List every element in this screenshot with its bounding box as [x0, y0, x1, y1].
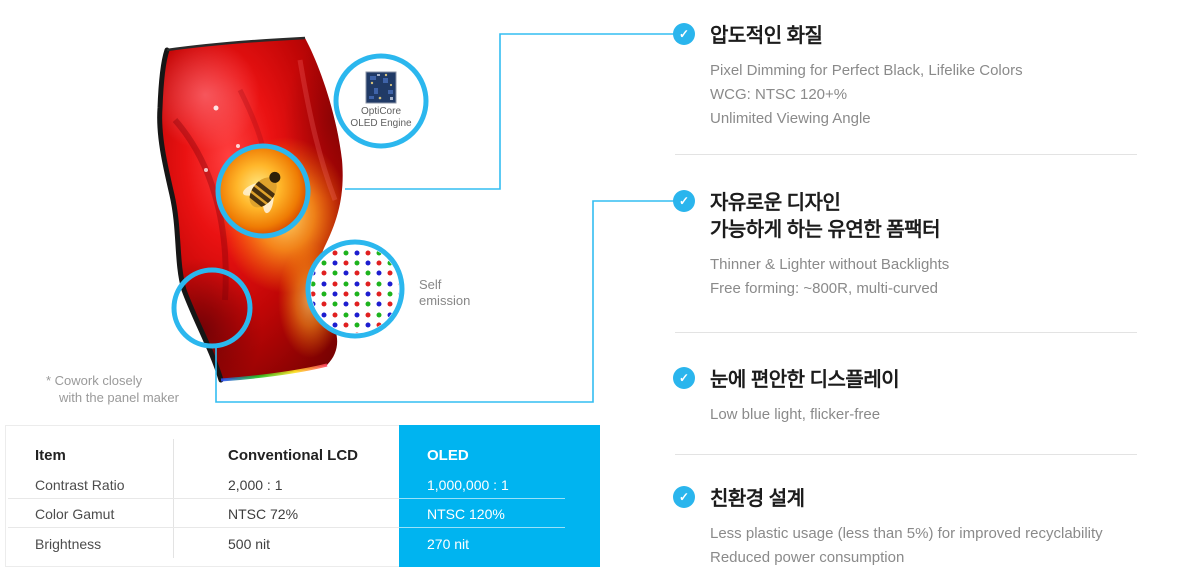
feature-title: 가능하게 하는 유연한 폼팩터: [710, 219, 940, 241]
section-divider: [675, 332, 1137, 333]
feature-description-line: Thinner & Lighter without Backlights: [710, 256, 950, 273]
table-header-oled: OLED: [427, 447, 469, 464]
feature-description-line: Less plastic usage (less than 5%) for im…: [710, 525, 1103, 542]
feature-description-line: WCG: NTSC 120+%: [710, 86, 848, 103]
panel-side-edge: [157, 47, 224, 383]
row-divider-oled: [399, 527, 565, 528]
table-row-label: Color Gamut: [35, 506, 115, 522]
feature-title: 자유로운 디자인: [710, 192, 841, 214]
self-emission-label: Self emission: [419, 277, 470, 309]
oled-highlight-column: [399, 425, 600, 567]
feature-description-line: Reduced power consumption: [710, 549, 905, 566]
panel-maker-note-line2: with the panel maker: [59, 390, 179, 405]
section-divider: [675, 454, 1137, 455]
feature-description-line: Low blue light, flicker-free: [710, 406, 881, 423]
row-divider: [8, 498, 399, 499]
table-cell-lcd: NTSC 72%: [228, 506, 299, 522]
feature-description-line: Unlimited Viewing Angle: [710, 110, 871, 127]
table-cell-oled: NTSC 120%: [427, 506, 505, 522]
table-row-label: Brightness: [35, 536, 102, 552]
row-divider-oled: [399, 498, 565, 499]
feature-title: 친환경 설계: [710, 488, 805, 510]
check-icon: ✓: [673, 23, 695, 45]
panel-bottom-fringe: [220, 363, 328, 382]
bee-magnifier-circle: [215, 143, 311, 239]
table-cell-lcd: 500 nit: [228, 536, 271, 552]
self-emission-label-line2: emission: [419, 293, 471, 308]
table-cell-oled: 270 nit: [427, 536, 470, 552]
thin-edge-circle: [171, 267, 253, 349]
feature-item-eco-design: ✓ 친환경 설계 Less plastic usage (less than 5…: [673, 486, 1143, 570]
opticore-label-line1: OptiCore: [360, 106, 401, 117]
bee-icon: [242, 171, 281, 214]
comparison-table: Item Conventional LCD OLED Contrast Rati…: [5, 425, 600, 567]
pixel-structure-circle: [305, 239, 405, 339]
feature-item-picture-quality: ✓ 압도적인 화질 Pixel Dimming for Perfect Blac…: [673, 23, 1143, 131]
section-divider: [675, 154, 1137, 155]
panel-maker-note: * Cowork closely with the panel maker: [46, 372, 179, 406]
feature-item-form-factor: ✓ 자유로운 디자인 가능하게 하는 유연한 폼팩터 Thinner & Lig…: [673, 190, 1143, 301]
chip-icon: [365, 71, 397, 104]
flexible-panel: [157, 36, 343, 383]
table-header-item: Item: [35, 447, 66, 464]
panel-maker-note-line1: * Cowork closely: [46, 373, 143, 388]
feature-description-line: Free forming: ~800R, multi-curved: [710, 280, 939, 297]
table-header-lcd: Conventional LCD: [228, 447, 358, 464]
table-row-label: Contrast Ratio: [35, 477, 125, 493]
check-icon: ✓: [673, 367, 695, 389]
row-divider: [8, 527, 399, 528]
opticore-chip-circle: [333, 53, 429, 149]
table-cell-lcd: 2,000 : 1: [228, 477, 283, 493]
check-icon: ✓: [673, 190, 695, 212]
opticore-label-line2: OLED Engine: [350, 118, 412, 129]
check-icon: ✓: [673, 486, 695, 508]
opticore-label: OptiCore OLED Engine: [341, 106, 421, 130]
self-emission-label-line1: Self: [419, 277, 442, 292]
feature-item-eye-comfort: ✓ 눈에 편안한 디스플레이 Low blue light, flicker-f…: [673, 367, 1143, 427]
feature-title: 압도적인 화질: [710, 25, 823, 47]
feature-description-line: Pixel Dimming for Perfect Black, Lifelik…: [710, 62, 1023, 79]
feature-title: 눈에 편안한 디스플레이: [710, 369, 900, 391]
table-cell-oled: 1,000,000 : 1: [427, 477, 509, 493]
